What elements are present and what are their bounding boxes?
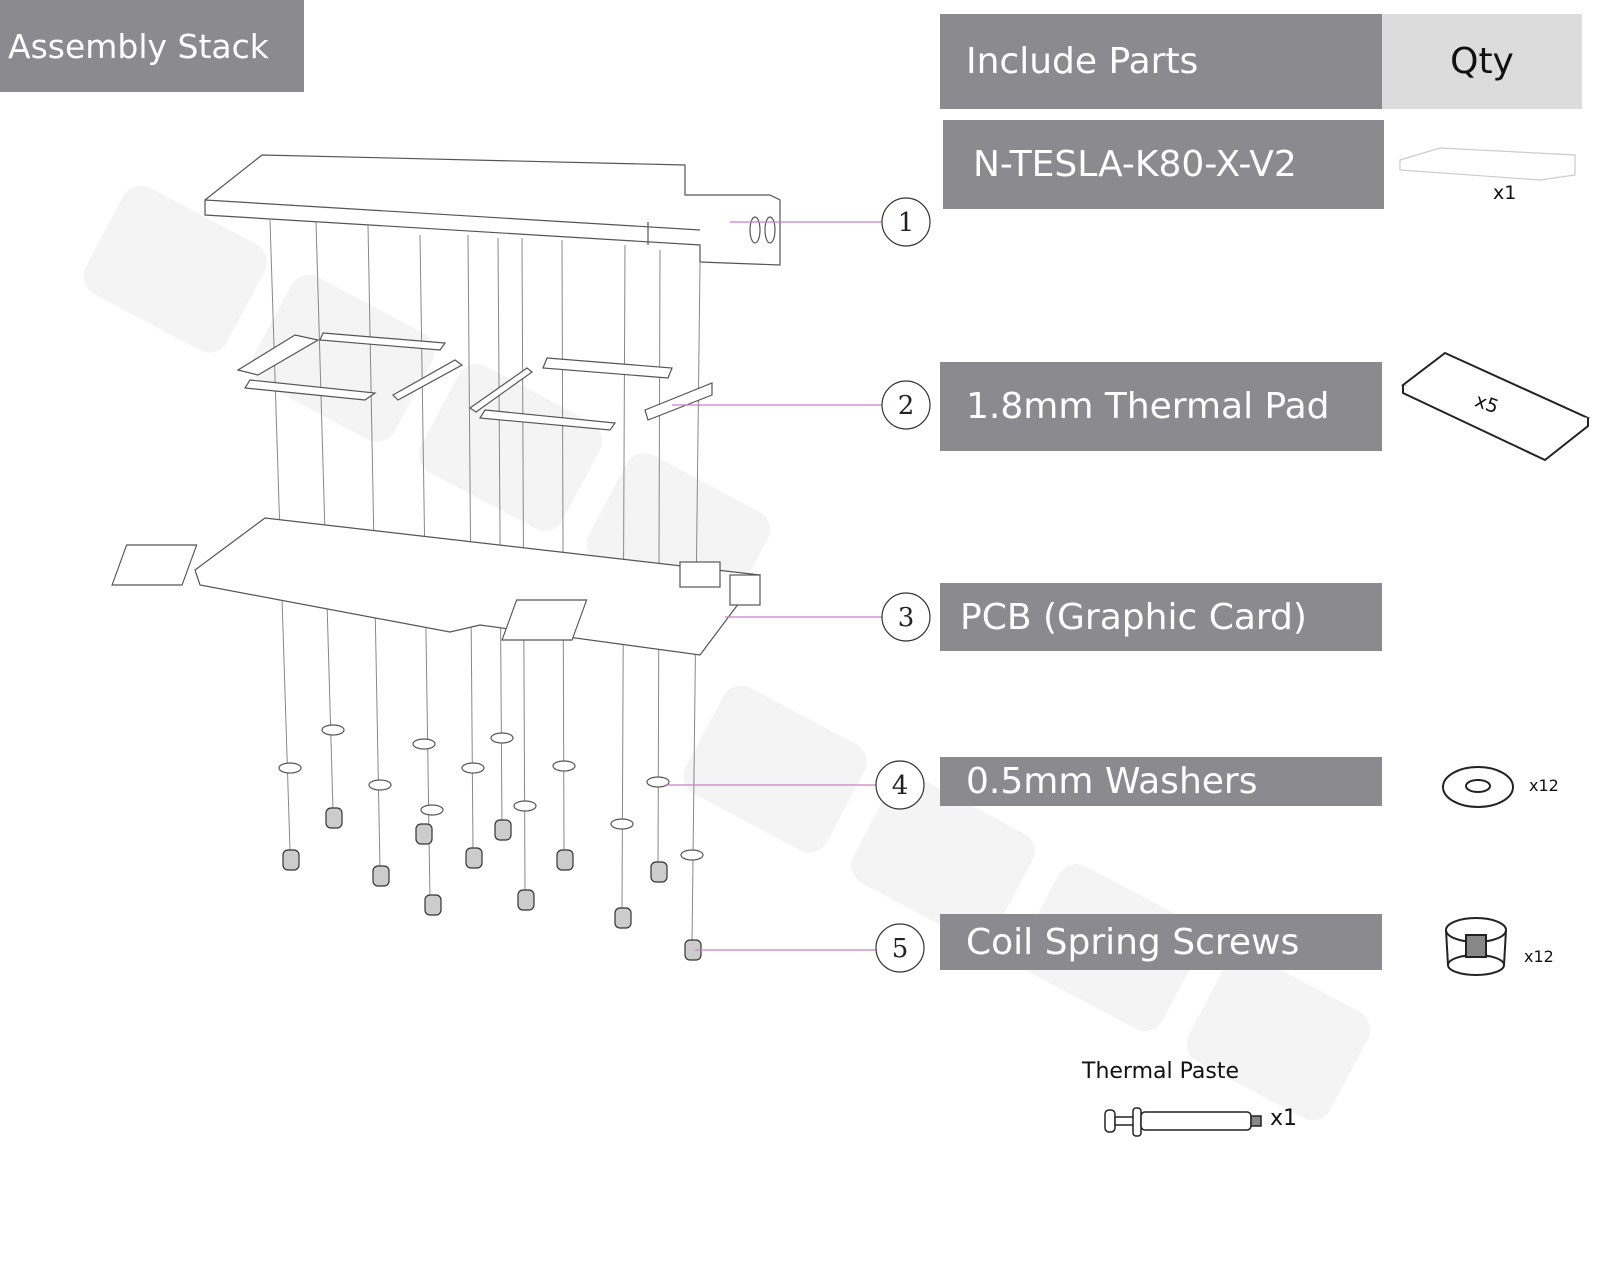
water-block-thumbnail-icon [1399,147,1576,181]
washers-drawing [278,724,704,861]
callout-circles [875,197,931,973]
part-label-3: PCB (Graphic Card) [940,583,1382,651]
part-label-1: N-TESLA-K80-X-V2 [943,120,1384,209]
water-block-drawing [204,154,781,266]
qty-icons [1104,147,1590,1137]
qty-5: x12 [1524,947,1554,966]
spring-screws-drawing [282,807,702,961]
part-label-2: 1.8mm Thermal Pad [940,362,1382,451]
part-label-4: 0.5mm Washers [940,757,1382,806]
qty-4: x12 [1529,776,1559,795]
callout-number: 3 [898,603,915,633]
assembly-stack-title: Assembly Stack [0,0,304,92]
pcb-drawing [111,517,762,656]
leader-lines [665,221,882,951]
part-label-5: Coil Spring Screws [940,914,1382,970]
thermal-pads-drawing [236,332,713,431]
callout-numbers: 1 2 3 4 5 [892,208,915,964]
callout-number: 4 [892,771,909,801]
spring-screw-icon [1445,917,1507,976]
callout-number: 1 [898,208,915,238]
callout-number: 2 [898,391,915,421]
include-parts-header: Include Parts [940,14,1382,109]
qty-1: x1 [1493,182,1517,204]
thermal-paste-qty: x1 [1270,1106,1298,1131]
thermal-paste-syringe-icon [1104,1107,1262,1137]
callout-number: 5 [892,934,909,964]
thermal-paste-label: Thermal Paste [1082,1059,1239,1084]
qty-header: Qty [1382,14,1582,109]
